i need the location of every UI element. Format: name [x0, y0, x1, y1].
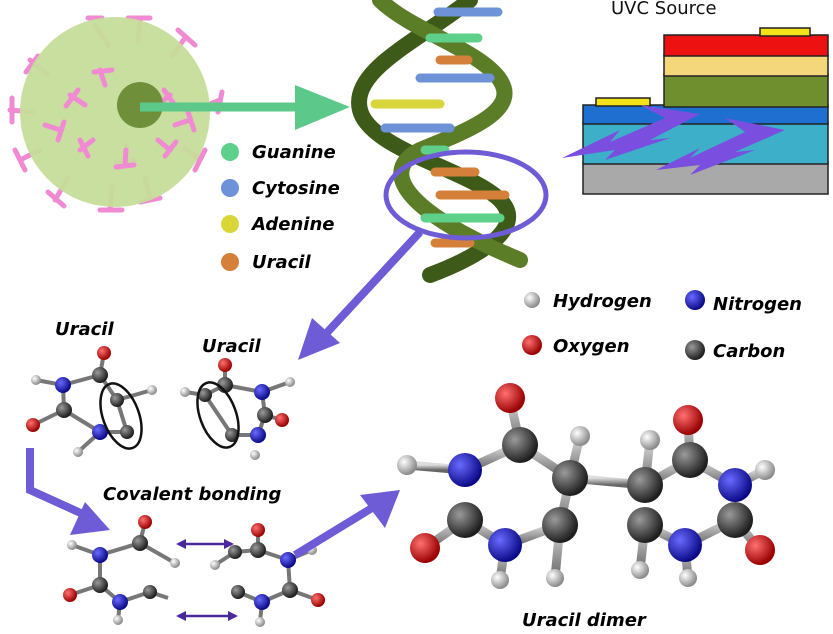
uracil-dimer-molecule — [402, 393, 770, 585]
highlight-ellipse — [383, 149, 549, 241]
legend-uracil: Uracil — [252, 252, 311, 273]
uracil-left-molecule — [26, 346, 157, 457]
legend-dot-adenine — [221, 215, 239, 233]
uracil-right-label: Uracil — [202, 336, 261, 357]
dna-helix — [351, 0, 549, 283]
legend-dot-hydrogen — [524, 292, 540, 308]
purple-arrow-down — [298, 229, 423, 360]
virus-illustration — [7, 15, 225, 213]
uv-bolt-left — [562, 105, 700, 160]
uracil-right-molecule — [180, 358, 295, 460]
legend-cytosine: Cytosine — [252, 178, 340, 199]
legend-dot-uracil — [221, 253, 239, 271]
covalent-bonding-label: Covalent bonding — [103, 484, 281, 505]
purple-arrow-right — [292, 490, 400, 559]
legend-carbon: Carbon — [713, 341, 785, 362]
legend-hydrogen: Hydrogen — [553, 291, 652, 312]
atom-legend: Hydrogen Nitrogen Oxygen Carbon — [522, 290, 802, 362]
uvc-source — [562, 27, 829, 195]
purple-arrow-left — [26, 448, 110, 535]
base-legend: Guanine Cytosine Adenine Uracil — [221, 142, 340, 273]
legend-adenine: Adenine — [250, 214, 334, 235]
legend-dot-cytosine — [221, 179, 239, 197]
covalent-bonding-molecules — [63, 515, 325, 627]
green-arrow — [140, 85, 350, 130]
uracil-dimer-atoms — [397, 383, 775, 589]
uv-bolt-right — [656, 118, 785, 175]
legend-nitrogen: Nitrogen — [713, 294, 802, 315]
uracil-dimer-label: Uracil dimer — [522, 610, 647, 631]
legend-dot-oxygen — [522, 335, 542, 355]
legend-dot-guanine — [221, 143, 239, 161]
uracil-left-label: Uracil — [55, 319, 114, 340]
legend-dot-carbon — [685, 340, 705, 360]
double-arrows — [176, 539, 238, 621]
uvc-source-label: UVC Source — [611, 0, 717, 19]
legend-guanine: Guanine — [252, 142, 336, 163]
virus-body — [20, 17, 210, 207]
legend-dot-nitrogen — [685, 290, 705, 310]
legend-oxygen: Oxygen — [553, 336, 630, 357]
